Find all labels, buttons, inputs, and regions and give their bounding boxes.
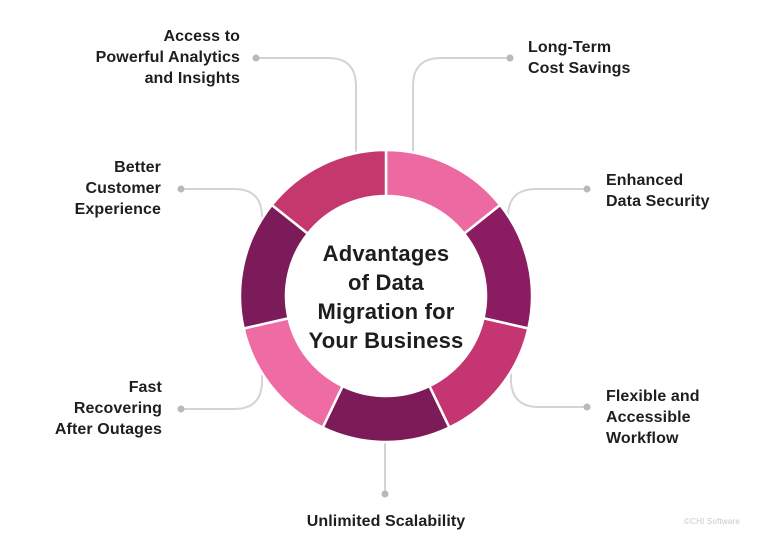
segment-label-better-customer-experience: Better Customer Experience	[74, 159, 161, 218]
connector-dot-left	[177, 185, 185, 193]
connector-bottom-right	[510, 373, 588, 408]
donut-segment-bottom	[321, 384, 451, 444]
chart-center-title: Advantages of Data Migration for Your Bu…	[308, 241, 464, 353]
connector-dot-bottom-left	[177, 405, 185, 413]
donut-segment-top-left	[270, 148, 388, 235]
segment-label-enhanced-data-security: Enhanced Data Security	[606, 172, 710, 210]
segment-label-unlimited-scalability: Unlimited Scalability	[306, 513, 466, 530]
segment-label-flexible-accessible-workflow: Flexible and Accessible Workflow	[606, 388, 700, 447]
connector-dot-right	[583, 185, 591, 193]
connector-left	[180, 188, 263, 223]
segment-label-long-term-cost-savings: Long-Term Cost Savings	[528, 39, 631, 77]
segment-label-access-powerful-analytics: Access to Powerful Analytics and Insight…	[95, 28, 240, 87]
donut-segments	[238, 148, 534, 444]
connector-bottom-left	[180, 372, 263, 410]
connector-top-right	[412, 57, 511, 152]
connector-dot-bottom-right	[583, 403, 591, 411]
watermark: ©CHI Software	[684, 517, 741, 526]
connector-dot-top-right	[506, 54, 514, 62]
segment-label-fast-recovering-after-outages: Fast Recovering After Outages	[54, 379, 162, 438]
connectors	[177, 54, 591, 498]
connector-dot-top-left	[252, 54, 260, 62]
connector-top-left	[255, 57, 357, 152]
connector-dot-bottom	[381, 490, 389, 498]
connector-right	[507, 188, 588, 223]
